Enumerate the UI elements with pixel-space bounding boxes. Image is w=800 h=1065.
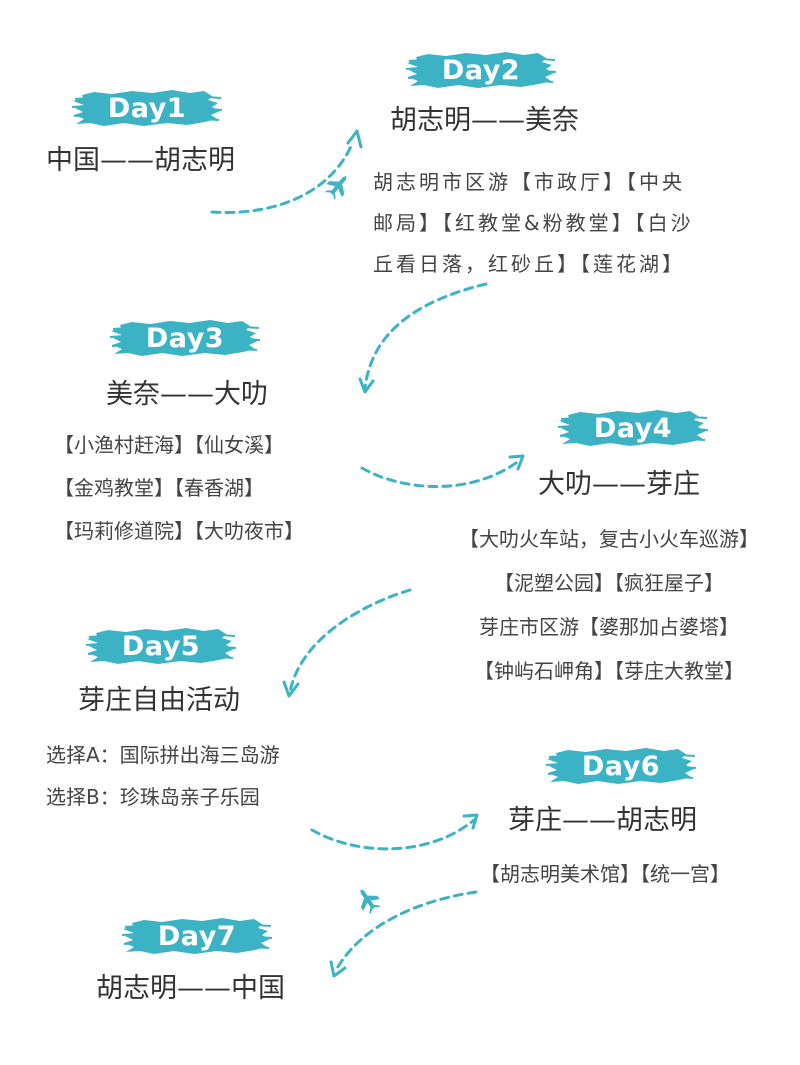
day1-label: Day1	[107, 92, 187, 124]
day4-route: 大叻——芽庄	[538, 469, 700, 500]
day6-route: 芽庄——胡志明	[508, 805, 697, 836]
day6-label: Day6	[581, 750, 661, 782]
day2-line: 胡志明市区游【市政厅】【中央	[373, 170, 685, 194]
day4-line: 【大叻火车站，复古小火车巡游】	[459, 527, 759, 551]
day4-description: 【大叻火车站，复古小火车巡游】 【泥塑公园】【疯狂屋子】 芽庄市区游【婆那加占婆…	[436, 517, 782, 693]
connector-day3-day4	[360, 458, 522, 488]
arrowhead-icon	[358, 377, 375, 394]
day1-route: 中国——胡志明	[46, 145, 235, 176]
day3-badge: Day3	[110, 318, 260, 358]
day4-line: 【泥塑公园】【疯狂屋子】	[494, 571, 724, 595]
day4-label: Day4	[593, 412, 673, 444]
day2-badge: Day2	[406, 50, 556, 90]
day3-description: 【小渔村赶海】【仙女溪】 【金鸡教堂】【春香湖】 【玛莉修道院】【大叻夜市】	[54, 424, 304, 553]
plane-icon	[360, 889, 381, 915]
day4-line: 芽庄市区游【婆那加占婆塔】	[479, 615, 739, 639]
day5-route: 芽庄自由活动	[78, 685, 240, 716]
day2-line: 丘看日落，红砂丘】【莲花湖】	[373, 252, 685, 276]
day6-line: 【胡志明美术馆】【统一宫】	[480, 862, 730, 886]
day3-line: 【小渔村赶海】【仙女溪】	[54, 433, 284, 457]
arrowhead-icon	[346, 129, 363, 149]
day7-route: 胡志明——中国	[96, 973, 285, 1004]
day3-route: 美奈——大叻	[106, 379, 268, 410]
day3-line: 【玛莉修道院】【大叻夜市】	[54, 519, 304, 543]
connector-day2-day3	[363, 282, 488, 390]
day4-line: 【钟屿石岬角】【芽庄大教堂】	[474, 659, 744, 683]
day2-route: 胡志明——美奈	[390, 105, 579, 136]
day3-line: 【金鸡教堂】【春香湖】	[54, 476, 264, 500]
connector-day4-day5	[288, 588, 412, 694]
day7-badge: Day7	[122, 916, 272, 956]
day2-description: 胡志明市区游【市政厅】【中央 邮局】【红教堂&粉教堂】【白沙 丘看日落，红砂丘】…	[373, 162, 694, 285]
day5-description: 选择A：国际拼出海三岛游 选择B：珍珠岛亲子乐园	[46, 734, 280, 818]
connector-day1-day2	[210, 142, 354, 214]
plane-icon	[325, 176, 347, 200]
day5-label: Day5	[121, 630, 201, 662]
day6-description: 【胡志明美术馆】【统一宫】	[480, 858, 730, 890]
day4-badge: Day4	[558, 408, 708, 448]
day7-label: Day7	[157, 920, 237, 952]
day2-label: Day2	[441, 54, 521, 86]
arrowhead-icon	[282, 680, 300, 698]
day1-badge: Day1	[72, 88, 222, 128]
day5-badge: Day5	[86, 626, 236, 666]
arrowhead-icon	[329, 960, 347, 978]
arrowhead-icon	[508, 454, 525, 471]
day2-line: 邮局】【红教堂&粉教堂】【白沙	[373, 211, 694, 235]
day5-line: 选择B：珍珠岛亲子乐园	[46, 785, 260, 809]
day6-badge: Day6	[546, 746, 696, 786]
connector-day6-day7	[333, 890, 478, 974]
arrowhead-icon	[462, 813, 479, 830]
day5-line: 选择A：国际拼出海三岛游	[46, 743, 280, 767]
connector-day5-day6	[310, 818, 476, 851]
day3-label: Day3	[145, 322, 225, 354]
